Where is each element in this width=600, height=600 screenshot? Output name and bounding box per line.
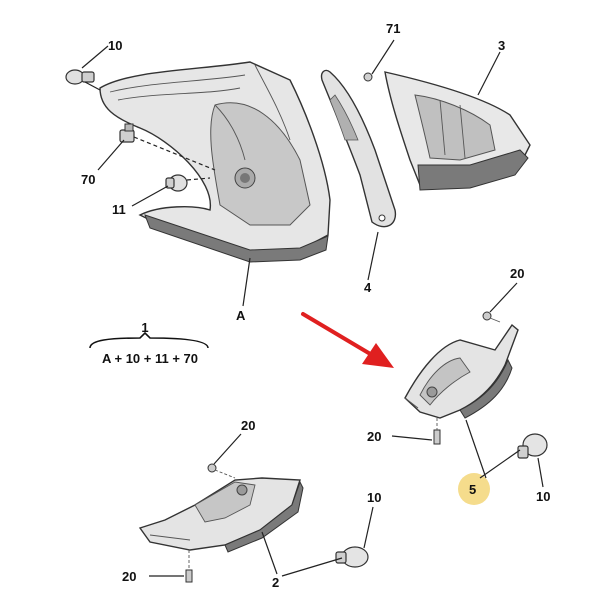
bulb-10-top xyxy=(65,69,95,85)
screw-20-bottom-top xyxy=(207,463,236,479)
bulb-10-right xyxy=(517,433,548,459)
callout-10-bottom: 10 xyxy=(367,490,381,505)
socket-70 xyxy=(119,123,216,171)
callout-10-right: 10 xyxy=(536,489,550,504)
screw-20-bottom-left xyxy=(185,550,193,583)
callout-20-right-top: 20 xyxy=(510,266,524,281)
callout-10-top: 10 xyxy=(108,38,122,53)
inner-lamp-3 xyxy=(384,71,531,191)
assembly-formula: A + 10 + 11 + 70 xyxy=(102,351,198,366)
callout-4: 4 xyxy=(364,280,372,295)
callout-71: 71 xyxy=(386,21,400,36)
lamp-5 xyxy=(404,323,519,419)
screw-20-right-mid xyxy=(433,418,441,445)
callout-5: 5 xyxy=(469,482,476,497)
tail-lamp-main xyxy=(99,61,331,263)
callout-3: 3 xyxy=(498,38,505,53)
callout-20-bottom-top: 20 xyxy=(241,418,255,433)
highlight-circle xyxy=(458,473,490,505)
callout-70: 70 xyxy=(81,172,95,187)
callout-labels: 10 71 3 70 11 4 A 20 20 5 10 20 20 2 10 … xyxy=(81,21,550,590)
screw-20-right-top xyxy=(482,311,501,323)
callout-2: 2 xyxy=(272,575,279,590)
callout-20-right-mid: 20 xyxy=(367,429,381,444)
bulb-11 xyxy=(165,174,211,192)
highlight-arrow xyxy=(301,312,394,368)
bulb-10-bottom xyxy=(335,546,369,568)
callout-11: 11 xyxy=(112,202,126,217)
callout-20-bottom-left: 20 xyxy=(122,569,136,584)
leader-lines xyxy=(81,39,544,577)
gasket-4 xyxy=(320,69,397,228)
screw-71 xyxy=(363,72,373,82)
lamp-2 xyxy=(138,477,304,553)
assembly-number: 1 xyxy=(141,320,148,335)
assembly-bracket xyxy=(89,331,209,349)
callout-A: A xyxy=(236,308,246,323)
